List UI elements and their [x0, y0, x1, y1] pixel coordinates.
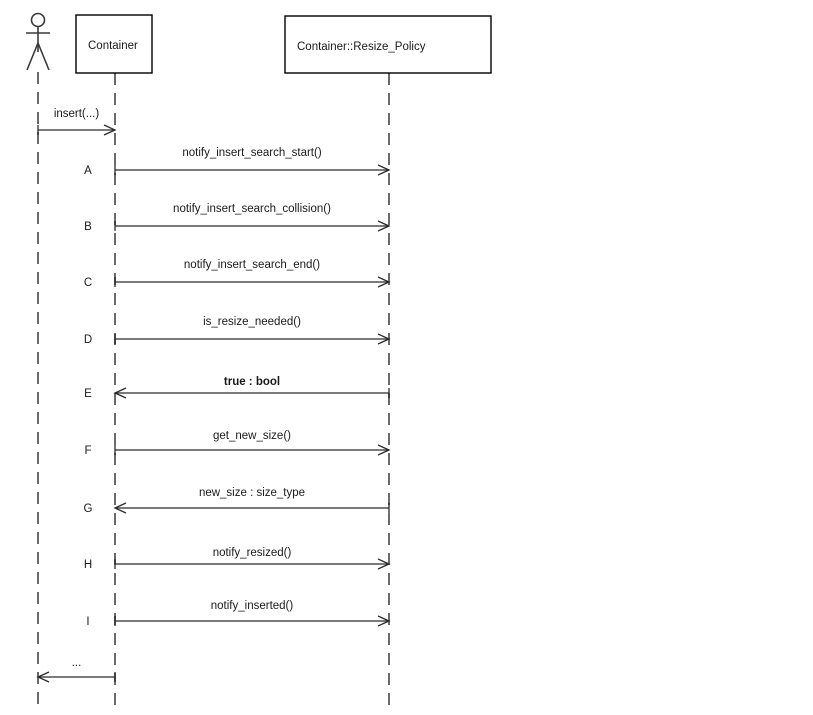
- participant-box-container[interactable]: [75, 14, 153, 74]
- message-arrowhead: [103, 124, 117, 136]
- participant-box-resize_policy[interactable]: [284, 15, 492, 74]
- actor-leg-right-icon: [37, 42, 50, 71]
- actor-leg-left-icon: [26, 42, 39, 71]
- message-label: notify_inserted(): [211, 600, 294, 612]
- participant-boxes-layer: Container Container::Resize_Policy: [75, 14, 492, 74]
- message-arrowhead: [377, 615, 391, 627]
- message-tag-e: E: [84, 388, 92, 400]
- message-f[interactable]: get_new_size() F: [84, 430, 391, 457]
- message-label: true : bool: [224, 376, 280, 388]
- message-label: notify_insert_search_collision(): [173, 203, 331, 215]
- message-i[interactable]: notify_inserted() I: [86, 600, 391, 628]
- message-tag-g: G: [84, 503, 93, 515]
- message-label: is_resize_needed(): [203, 316, 301, 328]
- message-arrowhead: [113, 387, 127, 399]
- message-a[interactable]: notify_insert_search_start() A: [84, 147, 391, 177]
- message-tag-c: C: [84, 277, 92, 289]
- message-arrowhead: [113, 502, 127, 514]
- actor-head-icon: [30, 12, 46, 28]
- actor-glyph: [26, 12, 50, 71]
- message-h[interactable]: notify_resized() H: [84, 547, 391, 571]
- message-label: new_size : size_type: [199, 487, 305, 499]
- message-arrowhead: [377, 333, 391, 345]
- message-label: ...: [72, 657, 82, 669]
- lifelines-layer: [37, 72, 390, 712]
- message-tag-b: B: [84, 221, 92, 233]
- message-tag-f: F: [84, 445, 91, 457]
- messages-layer: insert(...) notify_insert_search_start() A…: [36, 108, 391, 683]
- message-tag-d: D: [84, 334, 92, 346]
- message-arrowhead: [377, 444, 391, 456]
- message-label: get_new_size(): [213, 430, 291, 442]
- participant-label-container: Container: [88, 40, 138, 52]
- message-tag-a: A: [84, 165, 92, 177]
- message-arrowhead: [36, 671, 50, 683]
- participant-container[interactable]: Container: [75, 14, 153, 74]
- message-label: notify_insert_search_end(): [184, 259, 320, 271]
- message-x0[interactable]: insert(...): [37, 108, 117, 136]
- message-arrowhead: [377, 220, 391, 232]
- message-label: insert(...): [54, 108, 100, 120]
- message-arrowhead: [377, 276, 391, 288]
- message-tag-h: H: [84, 559, 92, 571]
- message-arrowhead: [377, 558, 391, 570]
- message-label: notify_insert_search_start(): [182, 147, 322, 159]
- participant-label-resize_policy: Container::Resize_Policy: [297, 41, 426, 53]
- participant-resize_policy[interactable]: Container::Resize_Policy: [284, 15, 492, 74]
- message-arrowhead: [377, 164, 391, 176]
- message-tag-i: I: [86, 616, 89, 628]
- message-label: notify_resized(): [213, 547, 292, 559]
- message-d[interactable]: is_resize_needed() D: [84, 316, 391, 346]
- message-x10[interactable]: ...: [36, 657, 116, 683]
- message-b[interactable]: notify_insert_search_collision() B: [84, 203, 391, 233]
- message-c[interactable]: notify_insert_search_end() C: [84, 259, 391, 289]
